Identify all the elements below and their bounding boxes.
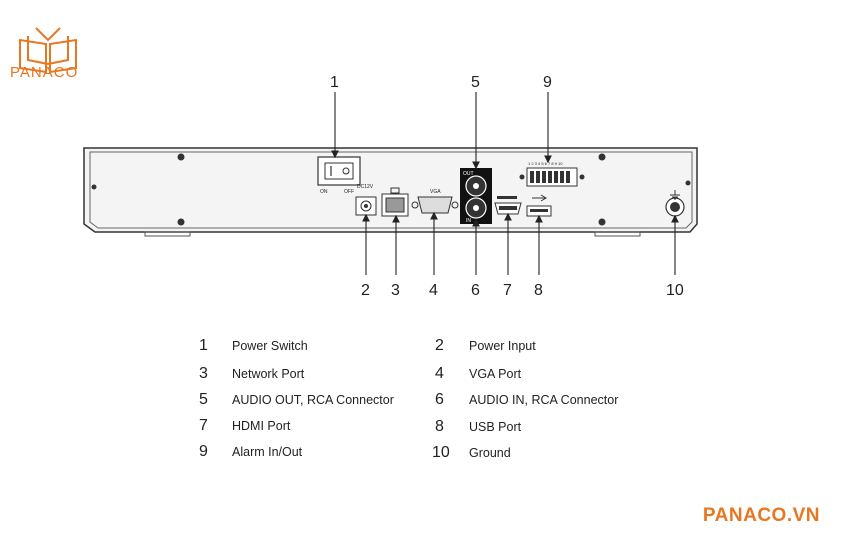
legend-label: Power Switch	[232, 339, 308, 353]
legend-num: 2	[435, 337, 444, 354]
panaco-logo-icon	[19, 27, 77, 74]
switch-on-label: ON	[320, 189, 328, 195]
vga-label: VGA	[430, 189, 441, 195]
legend-num: 1	[199, 337, 208, 354]
legend-num: 8	[435, 418, 444, 435]
callout-8: 8	[534, 282, 543, 299]
legend-num: 6	[435, 391, 444, 408]
alarm-pins-label: 1 2 3 4 5 6 7 8 9 10	[528, 161, 563, 166]
legend-label: HDMI Port	[232, 419, 291, 433]
callout-1: 1	[330, 74, 339, 91]
legend-label: VGA Port	[469, 367, 522, 381]
legend-num: 7	[199, 417, 208, 434]
legend-num: 4	[435, 365, 444, 382]
callout-9: 9	[543, 74, 552, 91]
callout-5: 5	[471, 74, 480, 91]
callout-7: 7	[503, 282, 512, 299]
power-switch: ON OFF	[317, 156, 361, 195]
nvr-rear-panel-diagram: ON OFF DC12V VGA OUT IN	[83, 74, 698, 299]
logo-text: PANACO	[10, 64, 79, 81]
power-input-port: DC12V	[355, 184, 377, 216]
legend-label: AUDIO IN, RCA Connector	[469, 393, 619, 407]
legend-label: Network Port	[232, 367, 305, 381]
network-port	[381, 187, 409, 217]
callout-10: 10	[666, 282, 684, 299]
audio-in-label: IN	[466, 218, 471, 224]
legend-num: 5	[199, 391, 208, 408]
callout-6: 6	[471, 282, 480, 299]
callout-2: 2	[361, 282, 370, 299]
legend-label: Power Input	[469, 339, 536, 353]
legend-label: Alarm In/Out	[232, 445, 303, 459]
screws	[91, 153, 691, 226]
alarm-terminal-block: 1 2 3 4 5 6 7 8 9 10	[519, 161, 585, 187]
legend-label: Ground	[469, 446, 511, 460]
legend-label: AUDIO OUT, RCA Connector	[232, 393, 394, 407]
audio-rca-connectors: OUT IN	[460, 168, 492, 224]
callout-4: 4	[429, 282, 438, 299]
switch-off-label: OFF	[344, 189, 354, 195]
legend-label: USB Port	[469, 420, 522, 434]
ground-terminal	[665, 190, 685, 217]
audio-out-label: OUT	[463, 171, 474, 177]
legend-num: 3	[199, 365, 208, 382]
callout-3: 3	[391, 282, 400, 299]
legend-num: 9	[199, 443, 208, 460]
power-label: DC12V	[357, 184, 374, 190]
callout-lines	[331, 92, 679, 275]
hdmi-port	[494, 196, 522, 215]
vga-port: VGA	[411, 189, 459, 214]
watermark: PANACO.VN	[702, 505, 820, 526]
legend-num: 10	[432, 444, 450, 461]
